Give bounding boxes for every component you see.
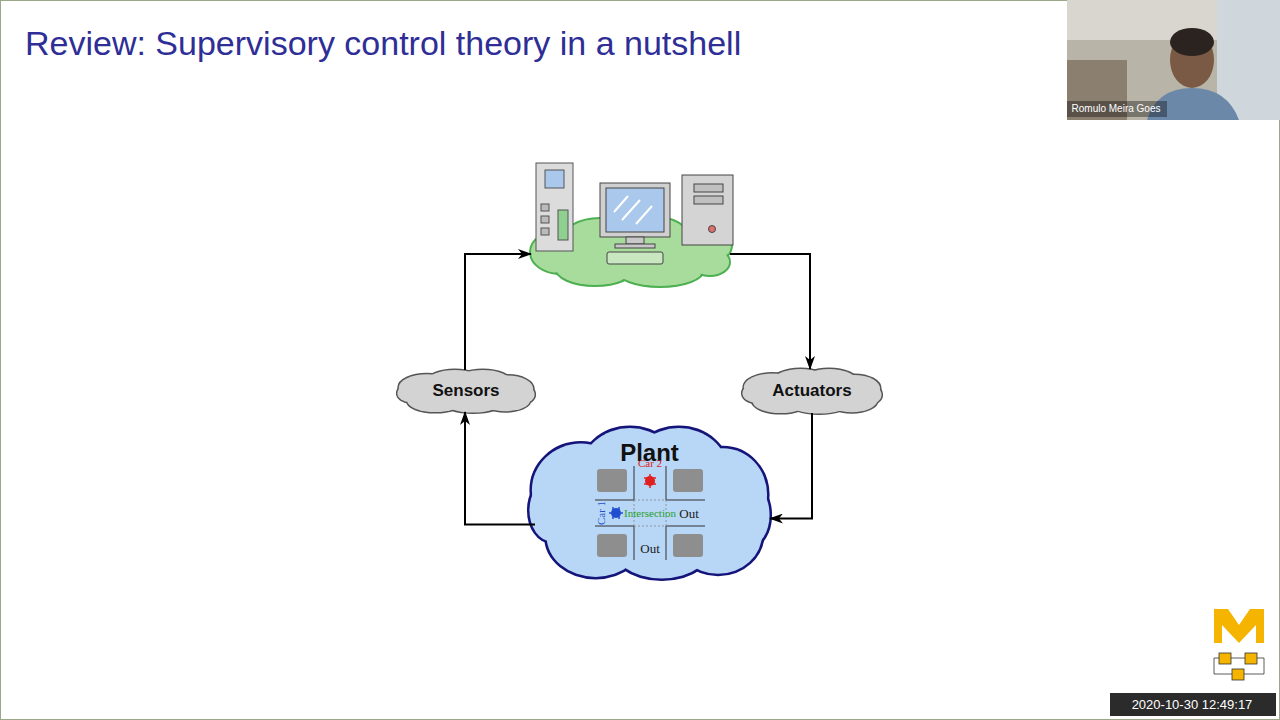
slide-title: Review: Supervisory control theory in a … [25, 24, 741, 63]
speaker-name: Romulo Meira Goes [1072, 104, 1161, 114]
region-label: Out [679, 507, 699, 520]
sensor-cloud: Sensors [396, 369, 536, 413]
connector-arrow [770, 413, 812, 519]
university-logo [1210, 605, 1270, 685]
timestamp: 2020-10-30 12:49:17 [1132, 698, 1253, 711]
node-label: Actuators [772, 381, 851, 401]
webcam-inset [1067, 0, 1280, 120]
plant-cloud: Plant [527, 425, 772, 580]
node-label: Sensors [432, 381, 499, 401]
region-label: Out [640, 542, 660, 555]
car-label: Car 1 [596, 501, 607, 525]
actuator-cloud: Actuators [741, 368, 883, 414]
car-label: Car 2 [638, 458, 662, 469]
connector-arrow [465, 412, 535, 525]
region-label: Intersection [624, 508, 676, 519]
